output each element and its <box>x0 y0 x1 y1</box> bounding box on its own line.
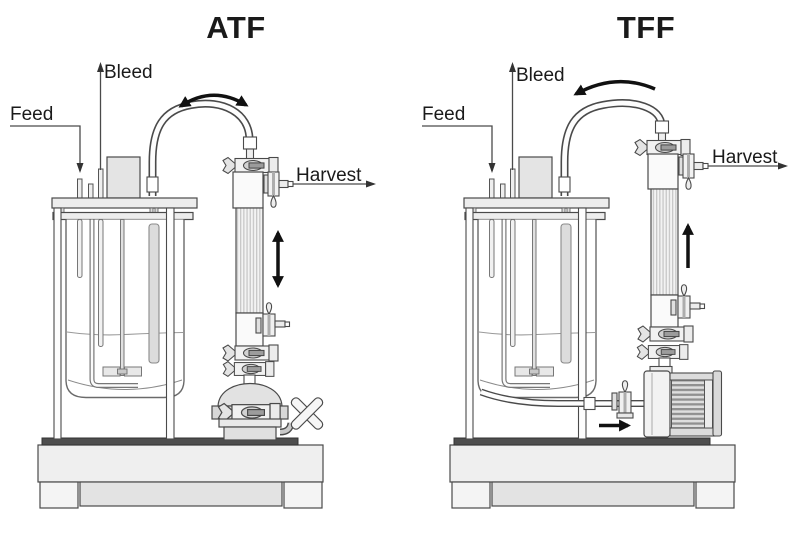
tff-curved-tube <box>558 99 666 196</box>
counterclockwise-curved-arrow <box>573 79 656 96</box>
atf-title: ATF <box>206 10 266 45</box>
pump-head <box>643 370 671 438</box>
tff-filter-column <box>634 120 788 371</box>
atf-bleed-label: Bleed <box>104 62 153 83</box>
atf-panel <box>10 64 376 508</box>
hollow-fiber-cartridge <box>235 207 264 314</box>
clamp-fitting <box>222 361 275 377</box>
atf-feed-label: Feed <box>10 104 54 125</box>
clamp-fitting <box>636 344 689 360</box>
atf-filter-column <box>222 136 376 387</box>
tff-bioreactor <box>422 64 735 508</box>
clamp-fitting <box>634 138 691 157</box>
clamp-fitting <box>222 344 279 362</box>
inlet-pinch-valve <box>611 380 634 419</box>
tff-harvest-label: Harvest <box>712 147 778 168</box>
clamp-fitting <box>637 325 694 343</box>
tff-panel <box>422 64 788 508</box>
bidirectional-curved-arrow <box>178 93 249 108</box>
motor-fins <box>671 379 705 429</box>
tff-centrifugal-pump <box>479 365 723 438</box>
harvest-valve <box>679 154 708 189</box>
hollow-fiber-cartridge <box>650 188 679 296</box>
tff-feed-label: Feed <box>422 104 466 125</box>
air-line-cross-fitting <box>290 397 324 430</box>
atf-bioreactor <box>10 64 323 508</box>
atf-diaphragm-pump <box>211 382 324 441</box>
atf-harvest-label: Harvest <box>296 165 362 186</box>
tff-title: TFF <box>616 10 676 45</box>
tff-bleed-label: Bleed <box>516 65 565 86</box>
harvest-valve <box>264 172 293 207</box>
clamp-fitting <box>222 156 279 175</box>
